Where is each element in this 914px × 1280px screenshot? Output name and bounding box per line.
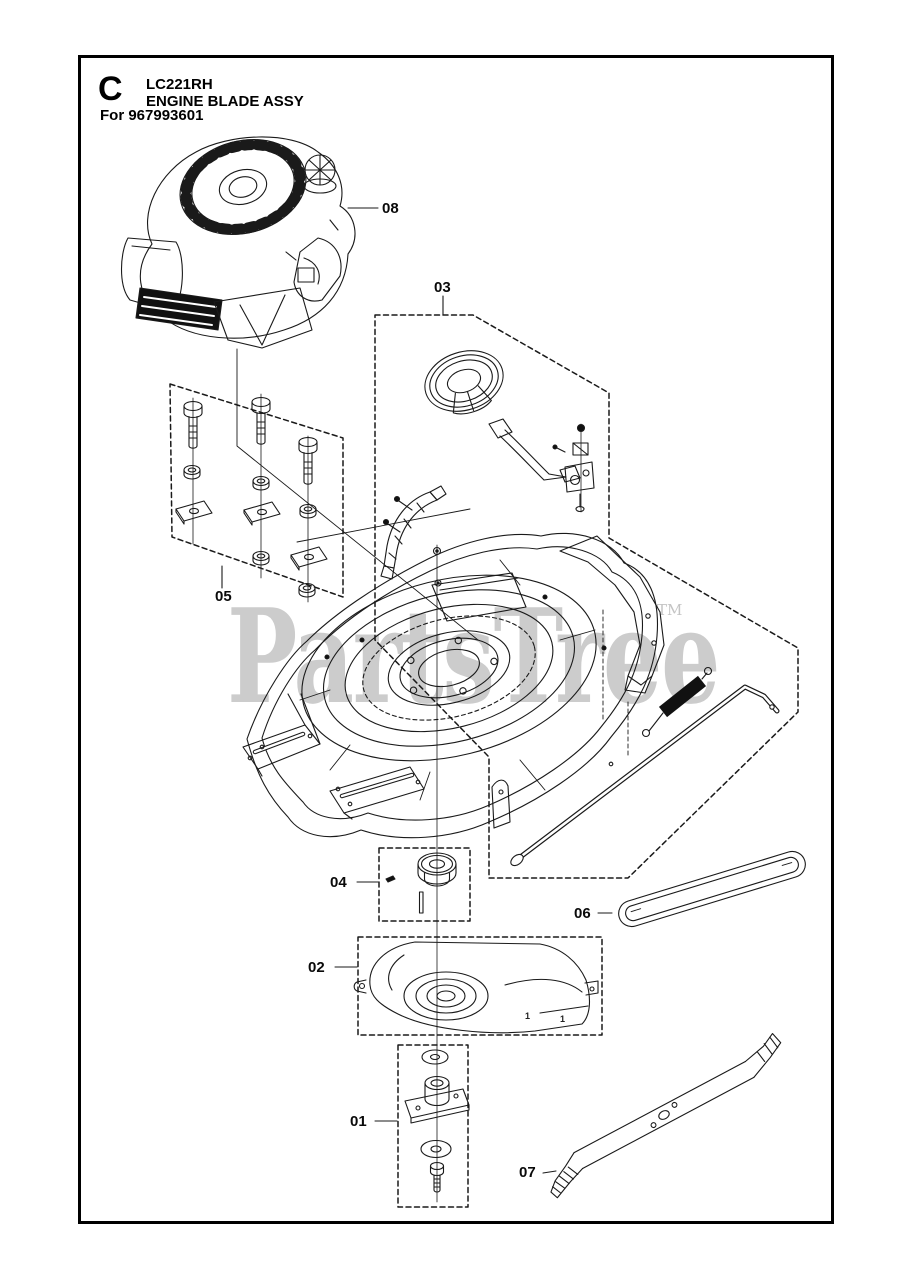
mower-blade: [550, 1032, 782, 1199]
callout-08: 08: [382, 200, 399, 217]
callout-03: 03: [434, 279, 451, 296]
blade-bolt: [429, 1161, 445, 1193]
group-01-blade-adapter: [374, 1044, 470, 1208]
engine-crankshaft-axis-line: [236, 348, 479, 641]
group-03-height-adjuster: [374, 295, 799, 879]
dashed-box-05: [169, 383, 344, 598]
washer-bottom: [420, 1139, 452, 1159]
deck-top-plate: [431, 572, 527, 622]
engine-fan-shroud: [179, 139, 307, 235]
trademark-symbol: TM: [657, 601, 683, 619]
washer-top: [421, 1049, 449, 1065]
callout-05: 05: [215, 588, 232, 605]
dashed-box-04: [378, 847, 471, 922]
engine-carb-linkage: [285, 219, 339, 283]
callout-04: 04: [330, 874, 347, 891]
woodruff-key: [418, 891, 424, 914]
adjuster-pivot-hardware: [552, 423, 595, 513]
mower-deck-illustration: [242, 532, 665, 839]
leader-07: [542, 1170, 557, 1174]
drive-belt: [597, 850, 806, 928]
engine-fuel-cap: [303, 154, 337, 194]
adjuster-knob-wheel: [424, 350, 504, 415]
dashed-box-02: [357, 936, 603, 1036]
adjuster-lever: [488, 418, 581, 483]
crankshaft-pulley: [417, 852, 457, 887]
square-key: [385, 875, 396, 883]
group-05-mount-hardware: [169, 383, 344, 603]
assembly-title: ENGINE BLADE ASSY: [146, 93, 304, 110]
blade-adapter: [404, 1075, 470, 1124]
adjuster-link-rod: [510, 684, 780, 867]
adjuster-sector-bracket: [380, 485, 447, 587]
group-02-belt-cover: [334, 936, 603, 1036]
callout-02: 02: [308, 959, 325, 976]
callout-07: 07: [519, 1164, 536, 1181]
engine-illustration: [121, 136, 479, 641]
model-number: LC221RH: [146, 76, 213, 93]
mount-leader-line: [296, 508, 471, 543]
dashed-box-03: [374, 314, 799, 879]
deck-rear-arm: [559, 535, 665, 757]
group-04-pulley: [356, 847, 471, 922]
cover-mark-right: 1: [560, 1014, 566, 1024]
callout-01: 01: [350, 1113, 367, 1130]
dashed-box-01: [397, 1044, 469, 1208]
section-letter: C: [98, 70, 123, 108]
callout-06: 06: [574, 905, 591, 922]
engine-lower-cowl: [213, 287, 313, 349]
deck-front-brackets: [242, 693, 511, 829]
for-serial-line: For 967993601: [100, 107, 204, 124]
cover-mark-left: 1: [525, 1011, 531, 1021]
extension-spring: [641, 666, 713, 738]
engine-muffler: [293, 237, 342, 302]
